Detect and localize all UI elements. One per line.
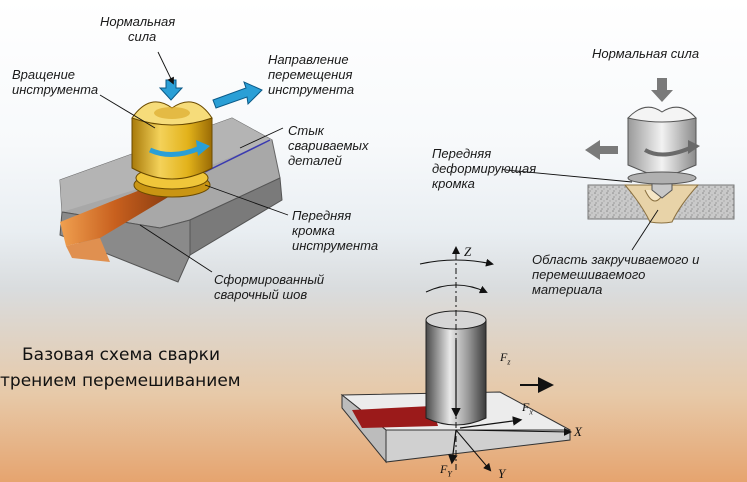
- left-leading-edge-label: Передняя кромка инструмента: [292, 208, 379, 253]
- left-joint-label: Стык свариваемых деталей: [288, 123, 369, 168]
- right-normal-force-arrow-icon: [651, 78, 673, 102]
- right-deforming-edge-label: Передняя деформирующая кромка: [432, 146, 537, 191]
- left-direction-label: Направление перемещения инструмента: [268, 52, 355, 97]
- bottom-weld-seam: [352, 406, 438, 428]
- weld-seam-left: [60, 190, 170, 246]
- normal-force-arrow-icon: [158, 79, 184, 101]
- left-rotation-label: Вращение инструмента: [12, 67, 99, 97]
- right-diagram: [505, 78, 735, 251]
- force-x-label: Fx: [522, 400, 533, 417]
- right-stir-zone-label: Область закручиваемого и перемешиваемого…: [532, 252, 700, 297]
- force-y-label: FY: [440, 462, 452, 479]
- rotation-arrow-icon: [148, 145, 201, 157]
- left-tool: [131, 101, 213, 198]
- left-blue-arrows: [148, 79, 263, 157]
- left-normal-force-label: Нормальная сила: [100, 14, 176, 44]
- joint-line: [204, 139, 271, 173]
- axis-x-label: X: [574, 424, 582, 439]
- axis-y-label: Y: [498, 466, 506, 481]
- left-leaders: [99, 51, 289, 273]
- left-weld-seam-label: Сформированный сварочный шов: [214, 272, 325, 302]
- force-z-label: Fz: [500, 350, 511, 367]
- bottom-diagram: [340, 246, 572, 472]
- axis-z-label: Z: [464, 244, 472, 259]
- right-direction-arrow-icon: [585, 140, 618, 160]
- right-normal-force-label: Нормальная сила: [592, 46, 700, 61]
- caption-line-2: трением перемешиванием: [0, 371, 241, 391]
- caption-line-1: Базовая схема сварки: [22, 345, 220, 365]
- direction-arrow-icon: [212, 81, 263, 109]
